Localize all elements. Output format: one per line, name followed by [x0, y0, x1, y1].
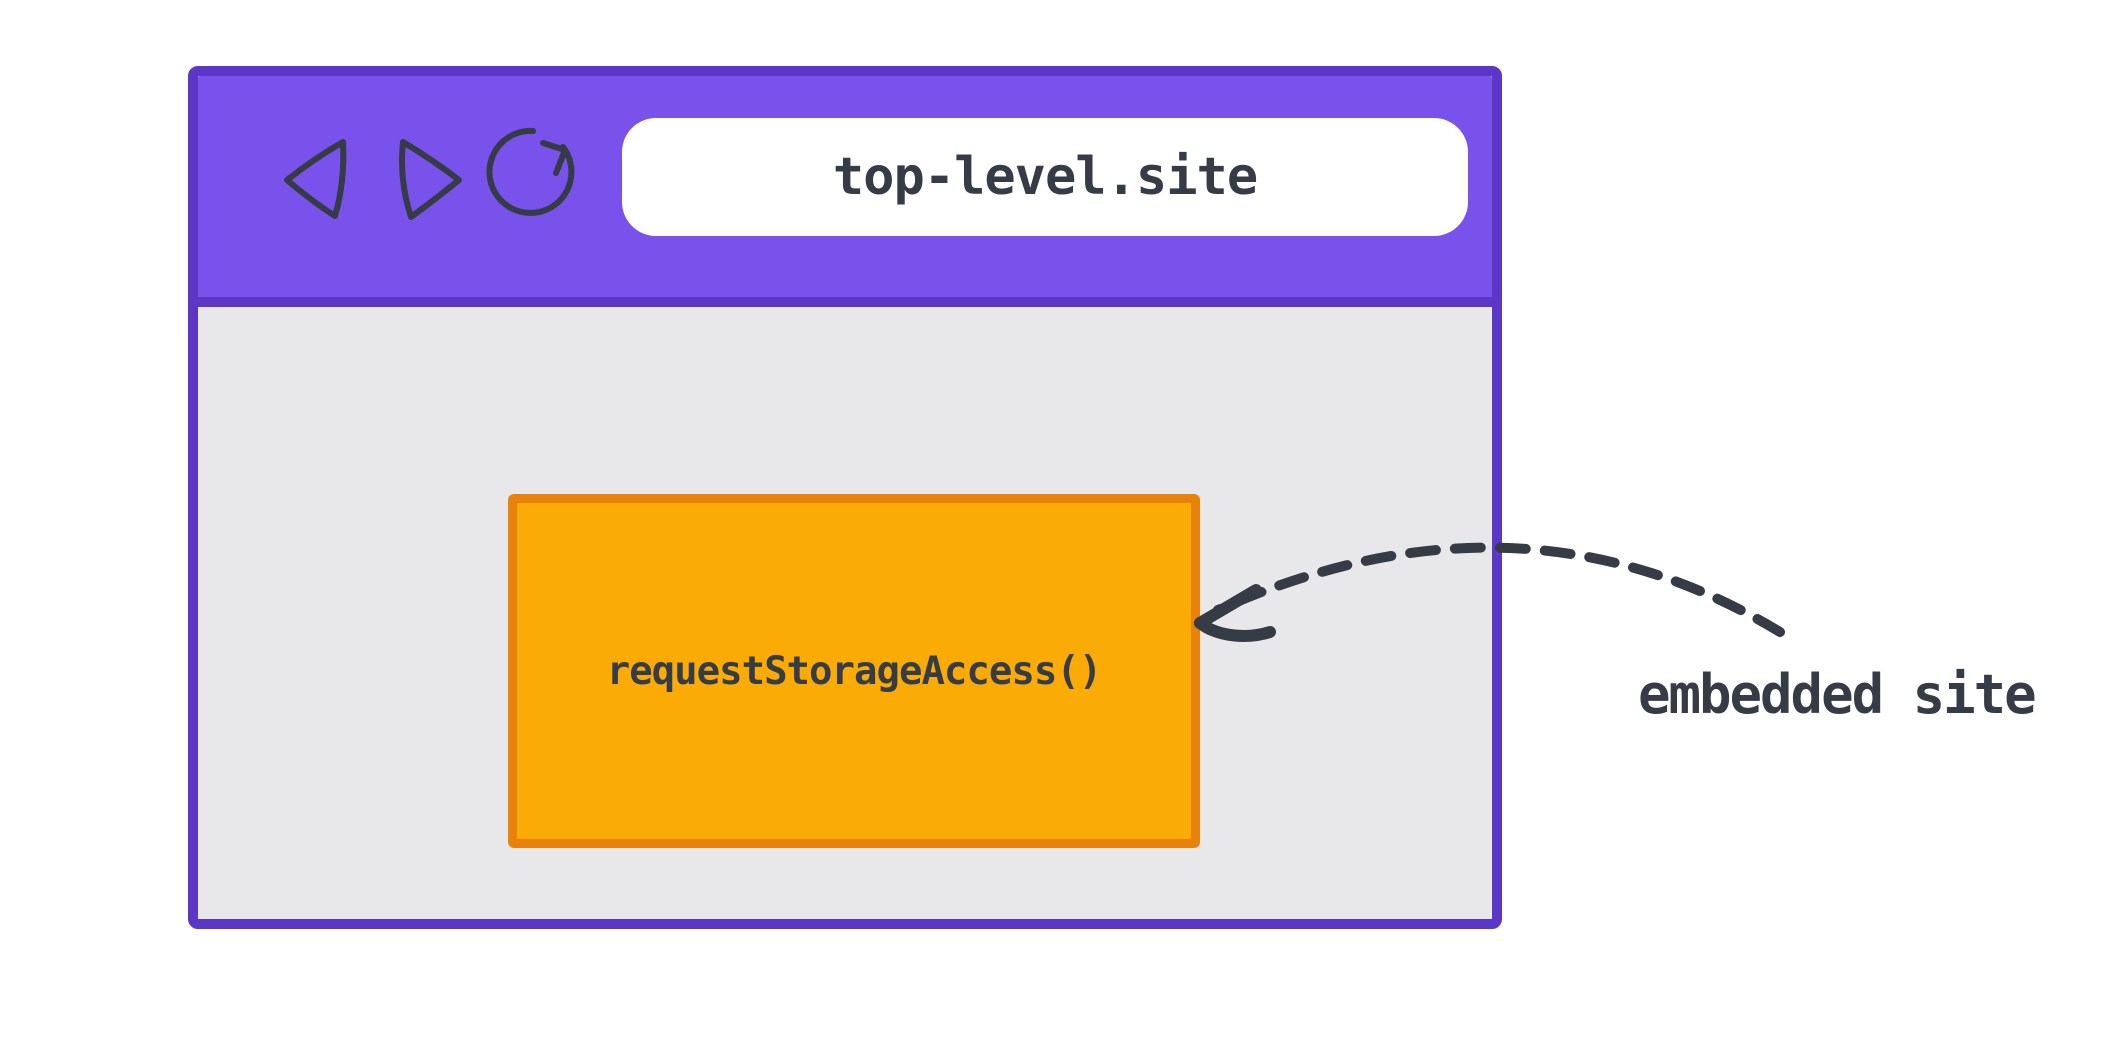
back-icon — [284, 139, 347, 219]
address-bar: top-level.site — [622, 118, 1468, 236]
embedded-frame-label: requestStorageAccess() — [606, 648, 1103, 694]
forward-icon — [399, 139, 462, 220]
embedded-frame-box: requestStorageAccess() — [508, 494, 1200, 848]
browser-header-bar: top-level.site — [198, 76, 1492, 307]
annotation-label: embedded site — [1638, 663, 2037, 726]
address-bar-url: top-level.site — [832, 147, 1258, 207]
browser-nav-icons — [275, 120, 605, 240]
reload-icon — [486, 127, 575, 216]
